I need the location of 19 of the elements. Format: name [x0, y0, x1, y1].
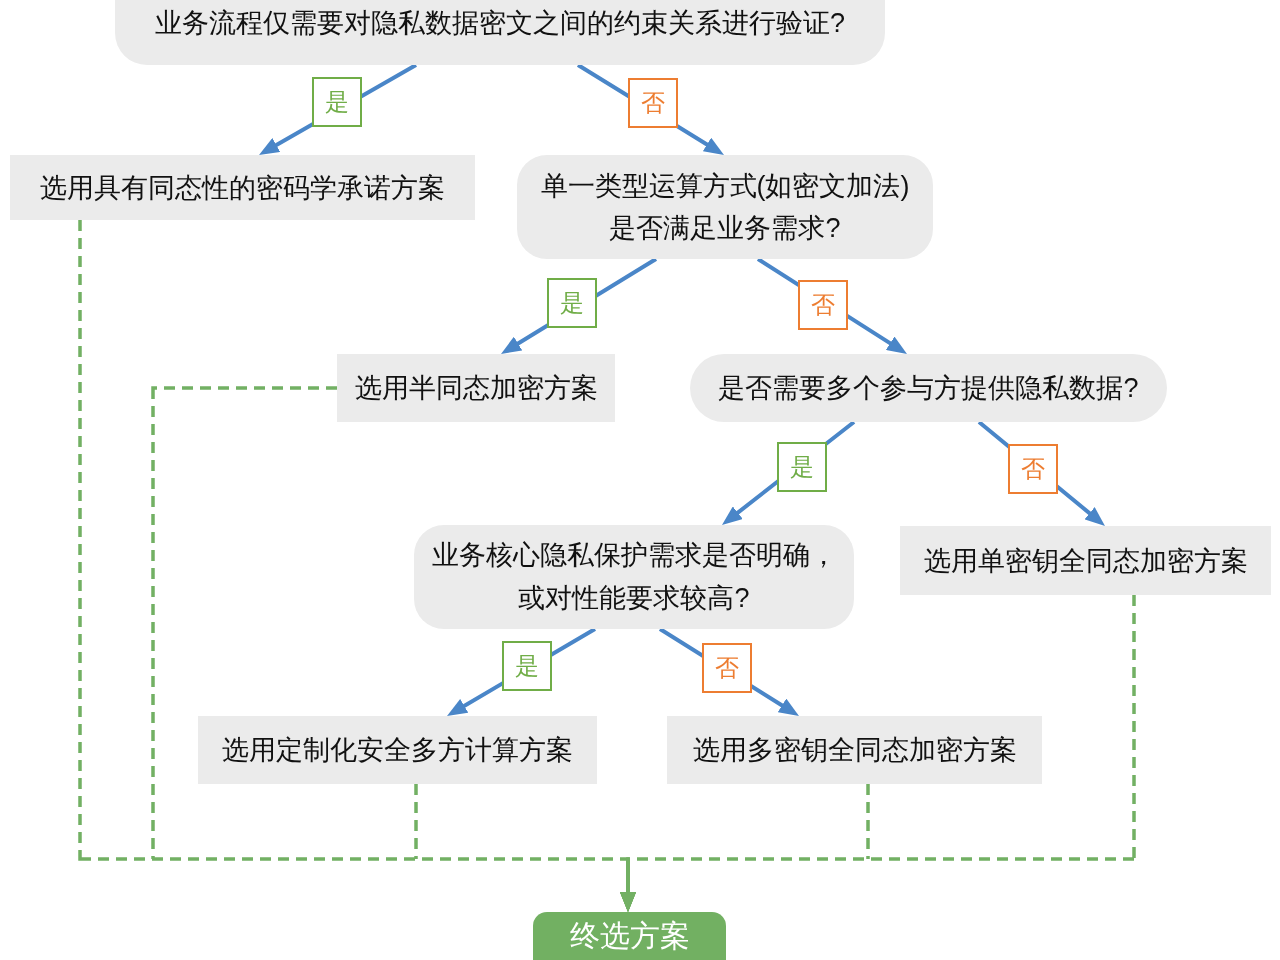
edge-label: 是: [777, 442, 827, 492]
decision-box: 业务核心隐私保护需求是否明确，或对性能要求较高?: [414, 525, 854, 629]
result-box: 选用半同态加密方案: [337, 354, 615, 422]
result-box: 选用定制化安全多方计算方案: [198, 716, 597, 784]
result-box: 选用多密钥全同态加密方案: [667, 716, 1042, 784]
result-box: 选用单密钥全同态加密方案: [900, 526, 1271, 595]
edge-label: 否: [1008, 444, 1058, 494]
edge-label: 否: [798, 280, 848, 330]
edge-label: 是: [312, 77, 362, 127]
decision-box: 单一类型运算方式(如密文加法)是否满足业务需求?: [517, 155, 933, 259]
dashed-arrow: [620, 595, 1136, 912]
edge-label: 是: [547, 278, 597, 328]
result-box: 选用具有同态性的密码学承诺方案: [10, 155, 475, 220]
edge-label: 否: [628, 78, 678, 128]
edge-label: 否: [702, 643, 752, 693]
decision-box: 业务流程仅需要对隐私数据密文之间的约束关系进行验证?: [115, 0, 885, 65]
terminal-box: 终选方案: [533, 912, 726, 960]
decision-box: 是否需要多个参与方提供隐私数据?: [690, 354, 1167, 422]
edge-label: 是: [502, 641, 552, 691]
